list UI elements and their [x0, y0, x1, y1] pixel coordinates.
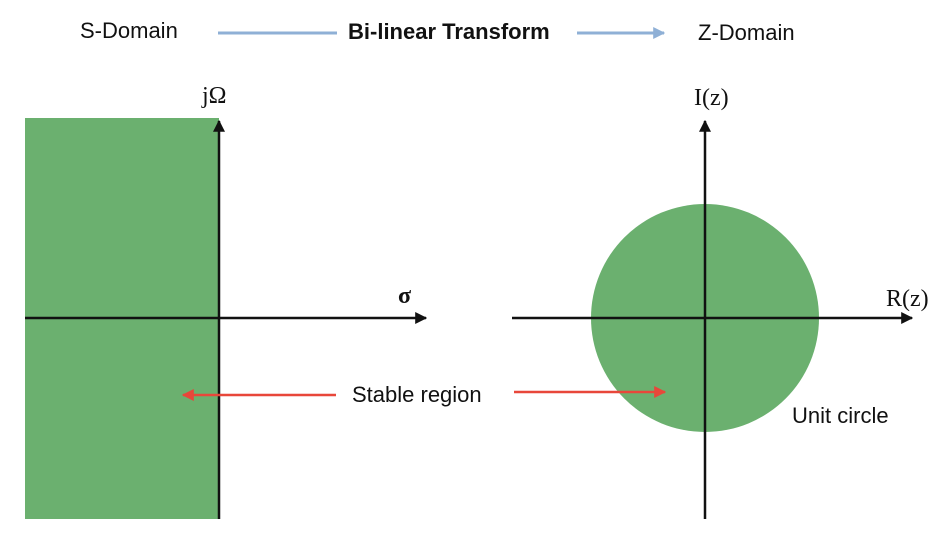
- z-plane-horizontal-axis-label: R(z): [886, 286, 929, 312]
- z-domain-label: Z-Domain: [698, 20, 795, 45]
- s-plane-horizontal-axis-label: σ: [398, 283, 412, 309]
- unit-circle-label: Unit circle: [792, 403, 889, 428]
- stable-region-label: Stable region: [352, 382, 482, 407]
- transform-label: Bi-linear Transform: [348, 19, 550, 44]
- z-plane-vertical-axis-label: I(z): [694, 85, 729, 111]
- s-domain-label: S-Domain: [80, 18, 178, 43]
- s-plane-vertical-axis-label: jΩ: [202, 83, 227, 109]
